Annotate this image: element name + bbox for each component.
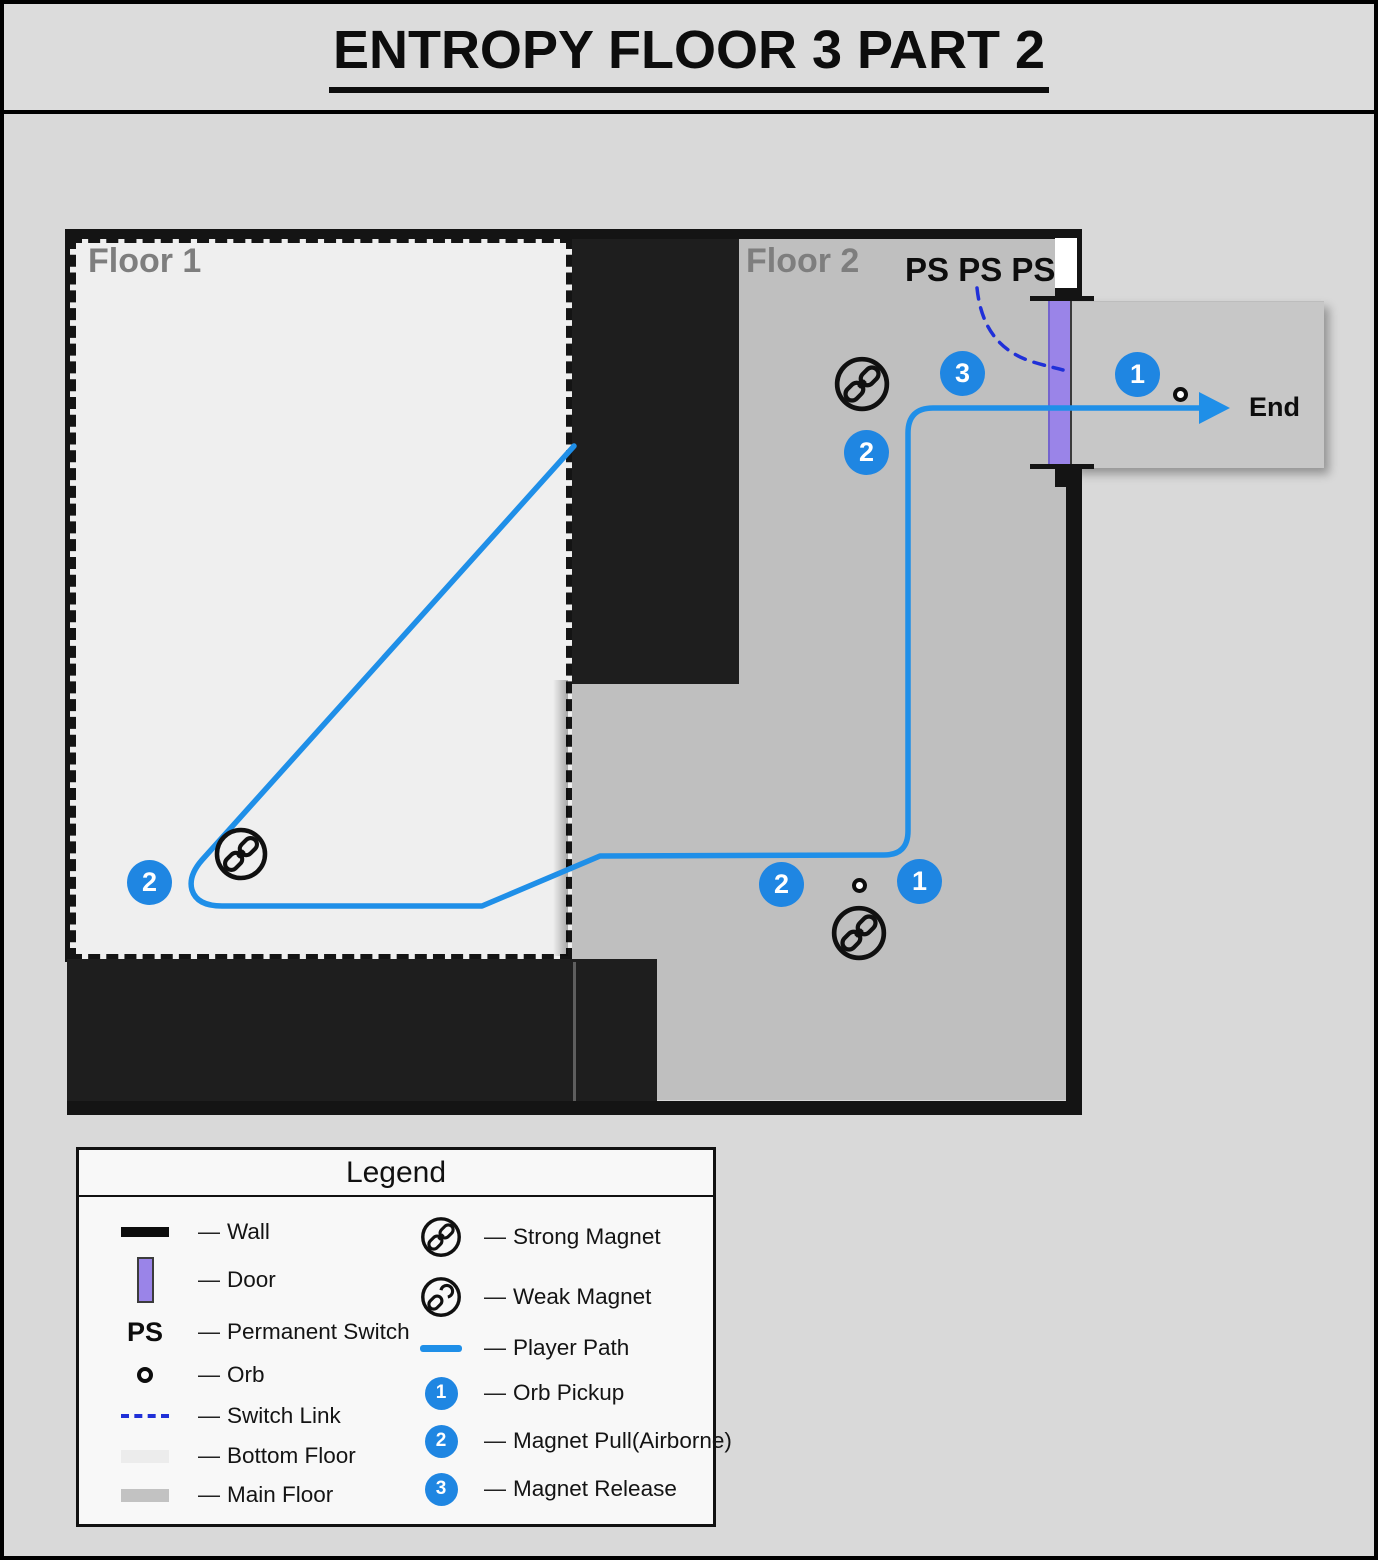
legend-row-magnet-release: 3 — Magnet Release <box>405 1471 732 1507</box>
wall-block-bottom <box>67 959 657 1105</box>
floor1-area <box>70 237 572 960</box>
wall-left <box>65 229 74 962</box>
legend-row-permanent-switch: PS — Permanent Switch <box>99 1313 410 1351</box>
legend-label: Switch Link <box>227 1403 341 1428</box>
legend-row-wall: — Wall <box>99 1217 381 1247</box>
marker-magnet-pull-2: 2 <box>127 860 172 905</box>
floor2-label: Floor 2 <box>746 242 860 280</box>
level-map: 3 2 1 2 2 1 Floor 1 Floor 2 PS PS PS End <box>4 4 1374 1556</box>
wall-opening-gap <box>1055 238 1077 288</box>
separator-dash: — <box>198 1362 220 1387</box>
marker-magnet-release-3: 3 <box>940 351 985 396</box>
floor1-label: Floor 1 <box>88 242 202 280</box>
door[interactable] <box>1048 301 1072 466</box>
separator-dash: — <box>484 1284 506 1309</box>
switch-link-swatch <box>121 1414 169 1418</box>
permanent-switch-labels: PS PS PS <box>905 251 1056 288</box>
marker-magnet-pull-2: 2 <box>759 862 804 907</box>
legend-title-row: Legend <box>79 1150 713 1197</box>
legend-row-main-floor: — Main Floor <box>99 1479 381 1511</box>
legend-row-bottom-floor: — Bottom Floor <box>99 1440 381 1472</box>
marker-orb-pickup-1: 1 <box>1115 352 1160 397</box>
legend-row-orb-pickup: 1 — Orb Pickup <box>405 1375 732 1411</box>
separator-dash: — <box>484 1380 506 1405</box>
separator-dash: — <box>198 1482 220 1507</box>
separator-dash: — <box>198 1267 220 1292</box>
floor1-edge-shadow <box>553 680 568 956</box>
separator-dash: — <box>198 1443 220 1468</box>
magnet-release-marker: 3 <box>424 1472 458 1506</box>
legend-row-strong-magnet: — Strong Magnet <box>405 1213 732 1261</box>
main-floor-swatch <box>121 1488 169 1502</box>
strong-magnet-icon <box>214 827 268 881</box>
orb-pickup-marker: 1 <box>424 1376 458 1410</box>
separator-dash: — <box>484 1224 506 1249</box>
wall-bottom <box>67 1101 1082 1115</box>
player-path-swatch <box>420 1344 462 1352</box>
legend-label: Orb Pickup <box>513 1380 625 1405</box>
end-label: End <box>1249 392 1300 422</box>
legend-row-magnet-pull: 2 — Magnet Pull(Airborne) <box>405 1423 732 1459</box>
separator-dash: — <box>198 1319 220 1344</box>
legend-row-player-path: — Player Path <box>405 1333 732 1363</box>
wall-seam <box>573 962 576 1102</box>
page-title: ENTROPY FLOOR 3 PART 2 <box>328 20 1050 93</box>
orb-swatch <box>137 1367 153 1383</box>
legend-right-column: — Strong Magnet — Weak M <box>381 1197 732 1525</box>
marker-orb-pickup-1: 1 <box>897 859 942 904</box>
legend-label: Orb <box>227 1362 265 1387</box>
strong-magnet-icon <box>421 1217 461 1257</box>
legend-label: Weak Magnet <box>513 1284 652 1309</box>
wall-top <box>67 229 1082 239</box>
legend-row-weak-magnet: — Weak Magnet <box>405 1273 732 1321</box>
end-room <box>1072 301 1324 468</box>
marker-magnet-pull-2: 2 <box>844 430 889 475</box>
legend-label: Magnet Release <box>513 1476 677 1501</box>
legend-label: Magnet Pull(Airborne) <box>513 1428 732 1453</box>
separator-dash: — <box>198 1403 220 1428</box>
separator-dash: — <box>484 1428 506 1453</box>
legend-row-switch-link: — Switch Link <box>99 1399 381 1433</box>
wall-right-lower <box>1066 469 1082 1115</box>
legend-label: Player Path <box>513 1335 630 1360</box>
wall-block-top <box>572 233 739 684</box>
wall-swatch <box>121 1227 169 1237</box>
legend-label: Door <box>227 1267 276 1292</box>
legend: Legend — Wall — Door PS — Permanent Swit… <box>76 1147 732 1527</box>
weak-magnet-icon <box>421 1277 461 1317</box>
door-swatch <box>136 1257 154 1303</box>
legend-label: Wall <box>227 1219 270 1244</box>
bottom-floor-swatch <box>121 1449 169 1463</box>
legend-label: Strong Magnet <box>513 1224 661 1249</box>
orb[interactable] <box>1173 387 1188 402</box>
title-bar: ENTROPY FLOOR 3 PART 2 <box>4 4 1374 114</box>
strong-magnet-icon <box>834 356 890 412</box>
legend-row-orb: — Orb <box>99 1358 381 1392</box>
legend-label: Permanent Switch <box>227 1319 410 1344</box>
legend-label: Main Floor <box>227 1482 334 1507</box>
legend-left-column: — Wall — Door PS — Permanent Switch — Or… <box>79 1197 410 1525</box>
separator-dash: — <box>484 1335 506 1360</box>
orb[interactable] <box>852 878 867 893</box>
legend-label: Bottom Floor <box>227 1443 356 1468</box>
strong-magnet-icon <box>831 905 887 961</box>
legend-title: Legend <box>345 1155 447 1189</box>
ps-swatch: PS <box>126 1316 164 1347</box>
legend-row-door: — Door <box>99 1254 381 1306</box>
magnet-pull-marker: 2 <box>424 1424 458 1458</box>
separator-dash: — <box>198 1219 220 1244</box>
separator-dash: — <box>484 1476 506 1501</box>
